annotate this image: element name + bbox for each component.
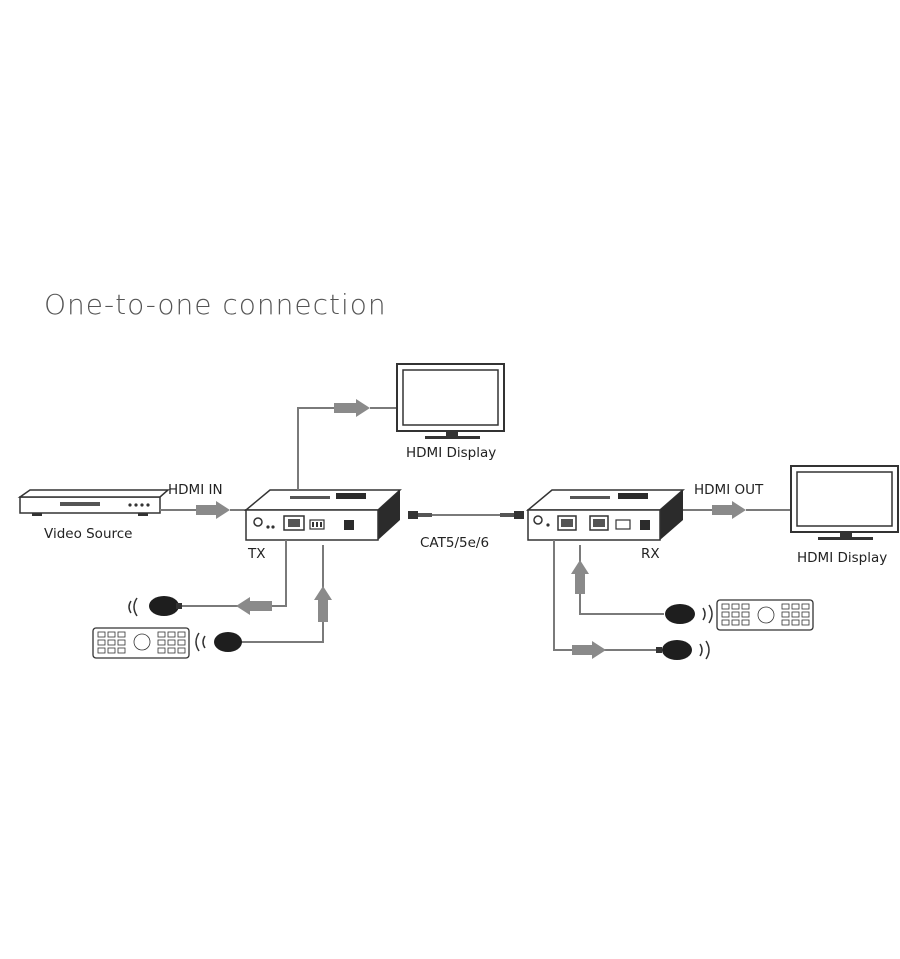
rx-ir-in-line: [571, 545, 664, 615]
hdmi-out-connection: [683, 501, 790, 519]
rx-ir-out-line: [553, 540, 660, 659]
tx-ir-out-line: [180, 540, 287, 615]
rx-ir-receiver-icon: [665, 604, 713, 624]
hdmi-display-top-icon: [396, 363, 505, 439]
ir-receiver-icon: [195, 632, 242, 652]
rx-remote-control-icon: [716, 599, 814, 631]
rx-label: RX: [641, 546, 660, 562]
tx-to-display-connection: [297, 399, 398, 490]
video-source-label: Video Source: [44, 526, 133, 542]
hdmi-display-right-label: HDMI Display: [797, 550, 888, 566]
ir-emitter-icon: [128, 596, 182, 617]
rx-ir-emitter-icon: [656, 640, 710, 660]
cable-label: CAT5/5e/6: [420, 535, 490, 551]
video-source-device-icon: [17, 489, 170, 516]
tx-device-icon: [243, 489, 402, 541]
hdmi-out-label: HDMI OUT: [694, 482, 764, 498]
hdmi-display-top-label: HDMI Display: [406, 445, 497, 461]
rx-device-icon: [525, 489, 686, 541]
tx-ir-in-line: [240, 545, 332, 643]
remote-control-icon: [92, 627, 190, 659]
hdmi-display-right-icon: [790, 465, 899, 540]
diagram-title: One-to-one connection: [44, 288, 387, 321]
tx-label: TX: [248, 546, 266, 562]
hdmi-in-connection: [160, 501, 246, 519]
hdmi-in-label: HDMI IN: [168, 482, 223, 498]
cat-cable: [408, 511, 524, 519]
